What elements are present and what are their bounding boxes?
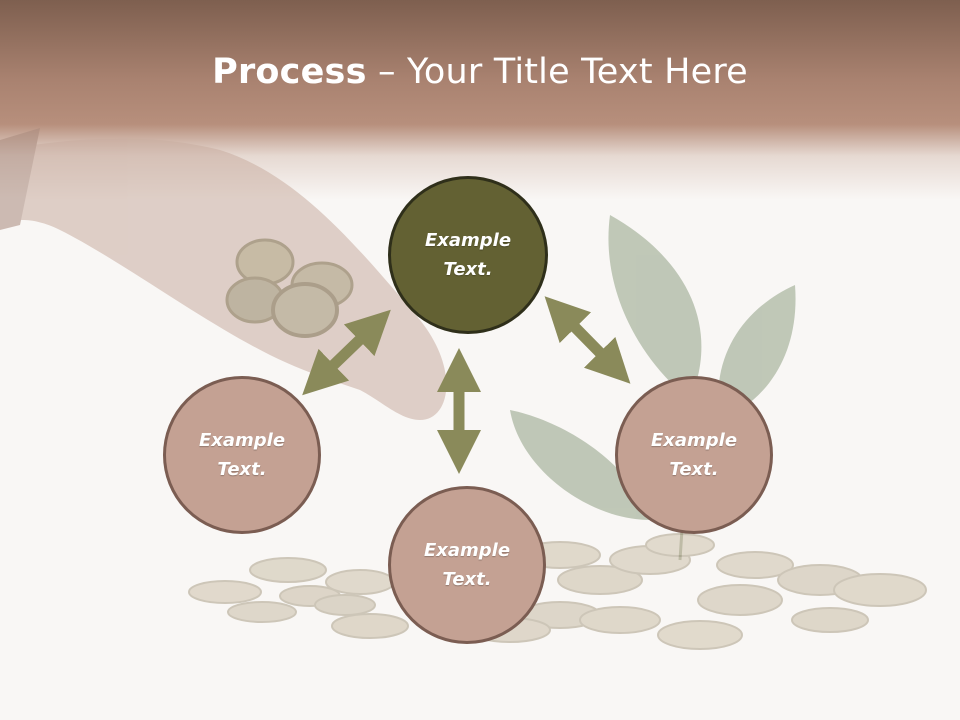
process-node-right: Example Text. [615, 376, 773, 534]
title-rest: – Your Title Text Here [366, 52, 748, 92]
slide-title: Process – Your Title Text Here [0, 52, 960, 92]
hand-illustration [0, 128, 447, 420]
process-node-bottom: Example Text. [388, 486, 546, 644]
process-node-left: Example Text. [163, 376, 321, 534]
coins-in-hand [225, 238, 354, 338]
coin-pile [188, 533, 927, 650]
node-text: Example Text. [423, 540, 511, 590]
title-bold: Process [212, 52, 367, 92]
arrow-top-right [544, 296, 631, 384]
node-text: Example Text. [424, 230, 512, 280]
plant-leaves [510, 215, 796, 561]
node-text: Example Text. [650, 430, 738, 480]
process-node-top: Example Text. [388, 176, 548, 334]
arrow-left-top [302, 309, 391, 396]
node-text: Example Text. [198, 430, 286, 480]
